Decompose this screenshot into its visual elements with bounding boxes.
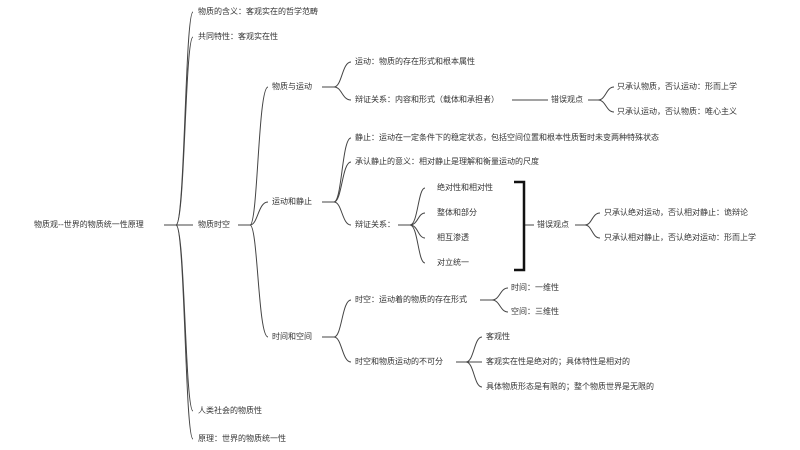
node-absolute: 客观实在性是绝对的；具体特性是相对的 [486,357,630,366]
connector-matter-motion [249,86,269,226]
connector-unity [409,224,426,264]
bracket [514,180,526,272]
node-error2: 错误观点 [537,220,569,229]
node-err1a: 只承认物质，否认运动：形而上学 [617,82,737,91]
node-abs-rel: 绝对性和相对性 [437,183,493,192]
connector-time [491,287,509,301]
node-time-space: 时间和空间 [272,332,312,341]
node-space: 空间：三维性 [511,307,559,316]
node-motion-rest: 运动和静止 [272,197,312,206]
connector-dialectic2 [333,201,352,226]
connector-principle [175,224,194,440]
node-common: 共同特性：客观实在性 [198,32,278,41]
connector-inseparable [333,336,352,363]
connector-motion-def [333,61,352,88]
node-matter-motion: 物质与运动 [272,82,312,91]
connector-err1a [597,86,615,101]
node-objective: 客观性 [486,332,510,341]
node-dialectic2: 辩证关系： [355,220,395,229]
connector-objective [465,336,483,363]
node-err2b: 只承认相对静止，否认绝对运动：形而上学 [604,233,756,242]
node-interpenetrate: 相互渗透 [437,233,469,242]
node-time: 时间：一维性 [511,283,559,292]
connector-space [491,299,509,313]
node-motion-def: 运动：物质的存在形式和根本属性 [355,57,475,66]
connector-time-space [249,224,269,338]
connector-dialectic1 [333,86,352,101]
connector-common [175,36,194,226]
node-dialectic1: 辩证关系：内容和形式（载体和承担者） [355,95,499,104]
connector-rest-meaning [333,161,352,203]
connector-motion-rest [249,201,269,226]
node-err2a: 只承认绝对运动，否认相对静止：诡辩论 [604,208,748,217]
node-ts-def: 时空：运动着的物质的存在形式 [355,295,467,304]
node-principle: 原理：世界的物质统一性 [198,434,286,443]
root-node: 物质观--世界的物质统一性原理 [34,220,144,229]
connector-rest-def [333,137,352,203]
node-rest-def: 静止：运动在一定条件下的稳定状态，包括空间位置和根本性质暂时未变两种特殊状态 [355,133,659,142]
connector-err2a [584,212,601,226]
node-inseparable: 时空和物质运动的不可分 [355,357,443,366]
node-motion-time: 物质时空 [198,220,230,229]
node-meaning: 物质的含义：客观实在的哲学范畴 [198,7,318,16]
node-err1b: 只承认运动，否认物质：唯心主义 [617,107,737,116]
connector-ts-def [333,299,352,338]
node-error1: 错误观点 [551,95,583,104]
node-rest-meaning: 承认静止的意义：相对静止是理解和衡量运动的尺度 [355,157,539,166]
connector-err1b [597,99,615,113]
connector-finite [465,361,483,388]
node-whole-part: 整体和部分 [437,208,477,217]
connector-whole-part [409,212,426,226]
connector-abs-rel [409,187,426,226]
node-finite: 具体物质形态是有限的；整个物质世界是无限的 [486,382,654,391]
node-unity: 对立统一 [437,258,469,267]
connector-err2b [584,224,601,239]
node-social: 人类社会的物质性 [198,406,262,415]
